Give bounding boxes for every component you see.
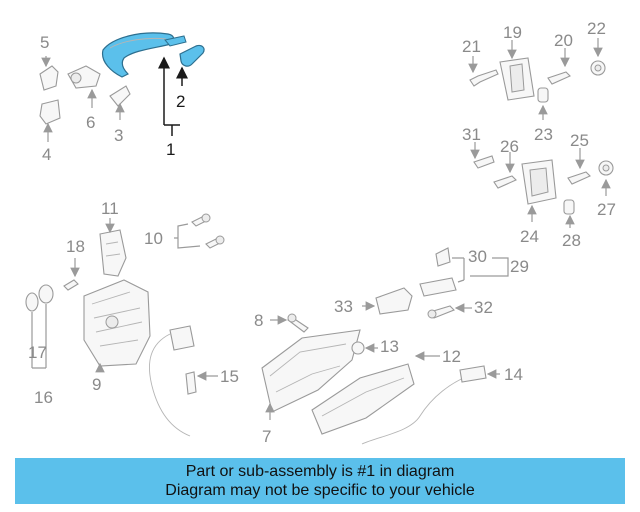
callout-24: 24 (520, 227, 539, 246)
seal-part-17a[interactable] (25, 292, 39, 312)
washer-part-22[interactable] (590, 60, 606, 76)
callout-14: 14 (504, 365, 523, 384)
lock-cylinder-part-6[interactable] (67, 65, 101, 89)
callout-28: 28 (562, 231, 581, 250)
bolt-part-25[interactable] (567, 171, 591, 185)
callout-18: 18 (66, 237, 85, 256)
callout-13: 13 (380, 337, 399, 356)
callout-11: 11 (101, 199, 119, 218)
callout-21: 21 (462, 37, 481, 56)
callout-17: 17 (28, 343, 47, 362)
callout-31: 31 (462, 125, 481, 144)
callout-22: 22 (587, 19, 606, 38)
callout-7: 7 (262, 427, 271, 446)
hinge-upper-part-19[interactable] (499, 57, 535, 101)
handle-bracket-part-33[interactable] (375, 287, 413, 315)
bolt-part-21[interactable] (469, 69, 499, 87)
trim-cover-part-5[interactable] (39, 65, 59, 91)
callout-19: 19 (503, 23, 522, 42)
washer-part-13[interactable] (351, 341, 365, 355)
screw-part-18[interactable] (63, 279, 79, 291)
callout-26: 26 (500, 137, 519, 156)
callout-4: 4 (42, 145, 51, 164)
banner-line-1: Part or sub-assembly is #1 in diagram (185, 463, 455, 480)
bushing-part-23[interactable] (537, 87, 549, 103)
callout-10: 10 (144, 229, 163, 248)
handle-cap-part-2[interactable] (179, 44, 205, 67)
callout-3: 3 (114, 126, 123, 145)
seal-part-17b[interactable] (38, 284, 54, 304)
bolt-part-8[interactable] (287, 313, 309, 333)
callout-20: 20 (554, 31, 573, 50)
callout-25: 25 (570, 131, 589, 150)
gasket-part-3[interactable] (109, 85, 131, 107)
callout-30: 30 (468, 247, 487, 266)
callout-6: 6 (86, 113, 95, 132)
washer-part-27[interactable] (598, 160, 614, 176)
callout-27: 27 (597, 200, 616, 219)
lock-actuator-part-11[interactable] (99, 229, 127, 277)
callout-16: 16 (34, 388, 53, 407)
callout-33: 33 (334, 297, 353, 316)
callout-5: 5 (40, 33, 49, 52)
outside-handle-part-1[interactable] (101, 32, 187, 78)
callout-8: 8 (254, 311, 263, 330)
release-cable-part-15[interactable] (149, 325, 197, 437)
bolt-part-31[interactable] (473, 155, 495, 169)
callout-2: 2 (176, 92, 185, 111)
callout-15: 15 (220, 367, 239, 386)
hinge-lower-part-24[interactable] (521, 159, 557, 205)
screw-part-10b[interactable] (205, 235, 225, 249)
bolt-part-20[interactable] (547, 71, 571, 85)
callout-9: 9 (92, 375, 101, 394)
clip-part-30b[interactable] (419, 277, 457, 297)
callout-32: 32 (474, 298, 493, 317)
banner-line-2: Diagram may not be specific to your vehi… (165, 482, 475, 499)
screw-part-32[interactable] (427, 305, 455, 319)
callout-23: 23 (534, 125, 553, 144)
lock-cable-part-14[interactable] (361, 365, 487, 445)
clip-part-30a[interactable] (435, 247, 451, 267)
screw-part-10a[interactable] (191, 213, 211, 227)
callout-29: 29 (510, 257, 529, 276)
door-latch-part-9[interactable] (83, 279, 151, 367)
callout-12: 12 (442, 347, 461, 366)
callout-1: 1 (166, 140, 175, 159)
info-banner: Part or sub-assembly is #1 in diagram Di… (15, 458, 625, 504)
bolt-part-26[interactable] (493, 175, 517, 189)
inside-handle-part-12[interactable] (311, 363, 415, 435)
bushing-part-28[interactable] (563, 199, 575, 215)
bezel-part-4[interactable] (39, 99, 61, 125)
